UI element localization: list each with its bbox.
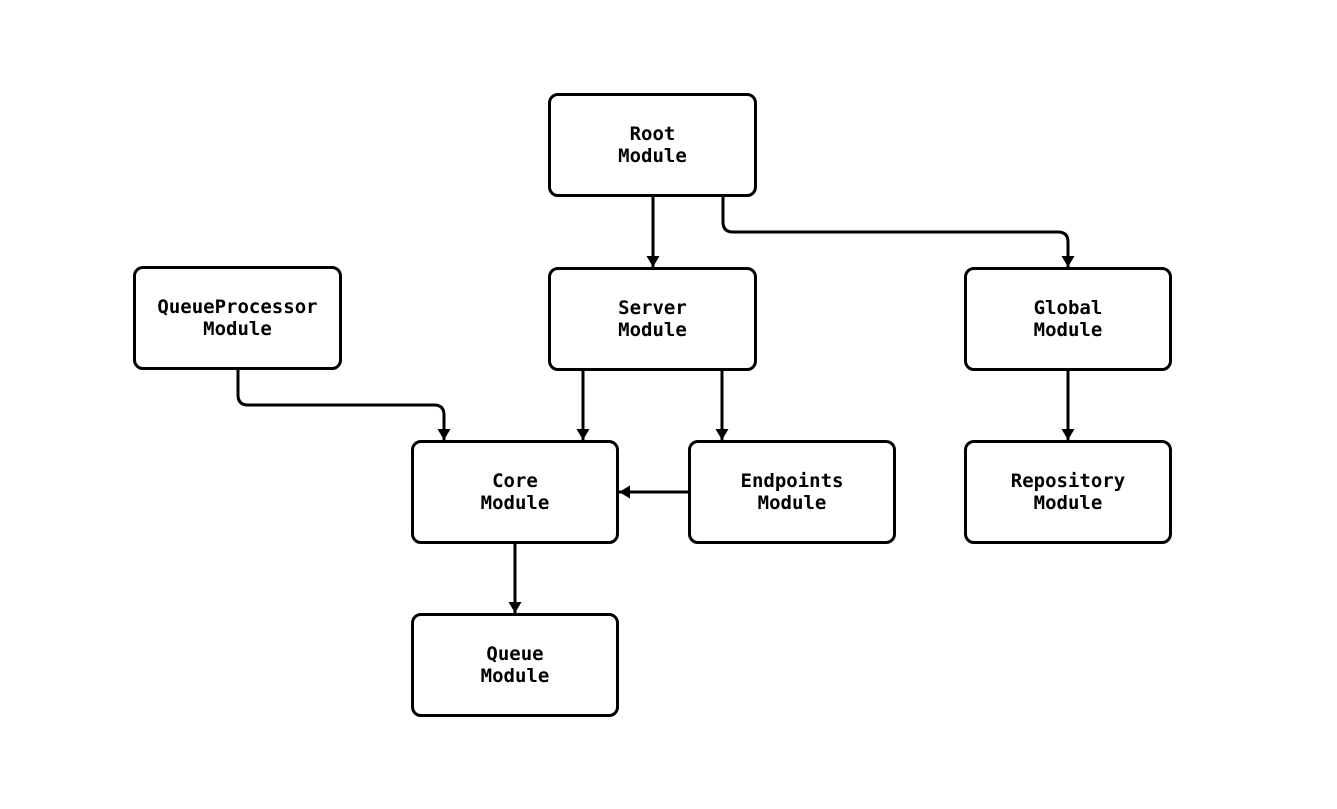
node-queue-processor-module: QueueProcessor Module (133, 266, 342, 370)
node-server-module: Server Module (548, 267, 757, 371)
node-root-module: Root Module (548, 93, 757, 197)
edge-root-to-global (721, 197, 1075, 267)
node-core-module: Core Module (411, 440, 619, 544)
node-global-module: Global Module (964, 267, 1172, 371)
node-endpoints-module: Endpoints Module (688, 440, 896, 544)
node-repository-module: Repository Module (964, 440, 1172, 544)
node-queue-module: Queue Module (411, 613, 619, 717)
edge-queue-processor-to-core (236, 370, 451, 440)
